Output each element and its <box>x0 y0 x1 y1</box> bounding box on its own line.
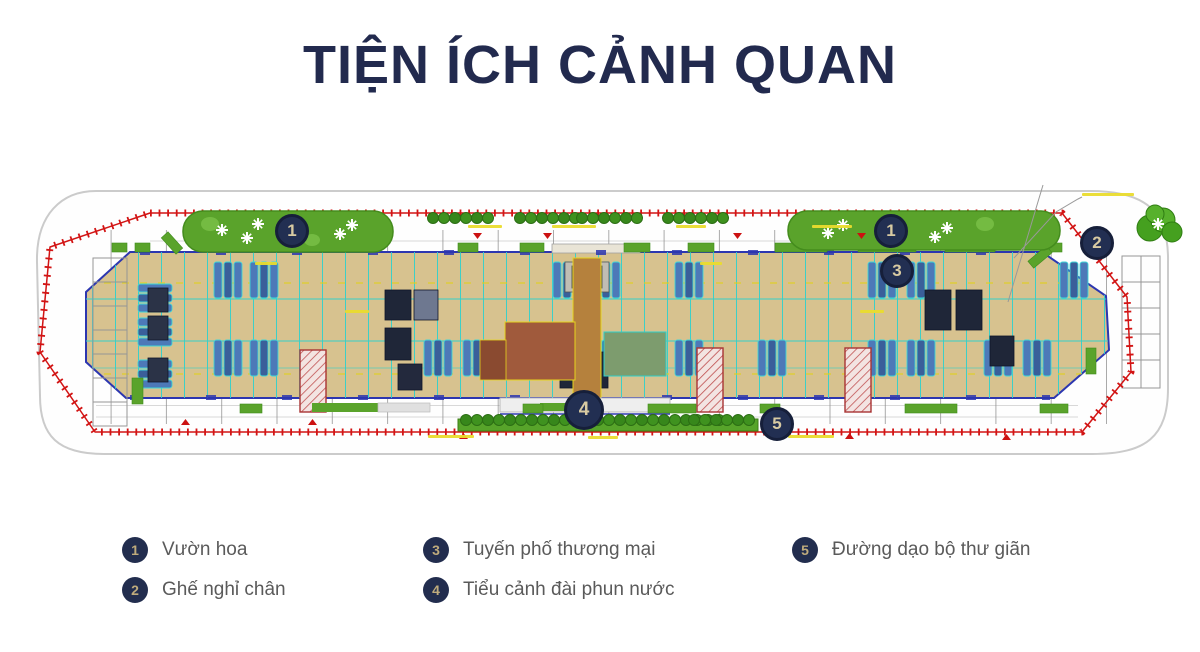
ramp-structures <box>92 255 1161 427</box>
plan-marker-1b: 1 <box>874 214 908 248</box>
legend-label-2: Ghế nghỉ chân <box>162 579 286 600</box>
legend-badge-4: 4 <box>423 577 449 603</box>
plan-marker-4: 4 <box>564 390 604 430</box>
legend-label-4: Tiểu cảnh đài phun nước <box>463 579 675 600</box>
legend-item-vuon-hoa: 1 Vườn hoa <box>122 537 247 563</box>
legend-badge-2: 2 <box>122 577 148 603</box>
legend-label-1: Vườn hoa <box>162 539 248 560</box>
corner-tree-cluster <box>1136 204 1183 243</box>
cad-annotation-marks <box>255 193 1134 439</box>
legend-item-duong-dao-bo: 5 Đường dạo bộ thư giãn <box>792 537 1030 563</box>
legend-badge-1: 1 <box>122 537 148 563</box>
plan-marker-1a: 1 <box>275 214 309 248</box>
shrub-rows <box>427 212 729 224</box>
plan-marker-5: 5 <box>760 407 794 441</box>
legend-label-3: Tuyến phố thương mại <box>463 539 656 560</box>
legend-badge-3: 3 <box>423 537 449 563</box>
central-lobby <box>479 243 667 399</box>
stair-towers <box>299 347 872 413</box>
page-title: TIỆN ÍCH CẢNH QUAN <box>303 35 897 95</box>
plan-marker-3: 3 <box>880 254 914 288</box>
plan-marker-2: 2 <box>1080 226 1114 260</box>
legend-item-ghe-nghi-chan: 2 Ghế nghỉ chân <box>122 577 286 603</box>
legend-label-5: Đường dạo bộ thư giãn <box>832 539 1031 560</box>
legend-badge-5: 5 <box>792 537 818 563</box>
legend-item-dai-phun-nuoc: 4 Tiểu cảnh đài phun nước <box>423 577 674 603</box>
walking-path-strip <box>457 414 759 432</box>
legend-item-tuyen-pho: 3 Tuyến phố thương mại <box>423 537 655 563</box>
leader-lines <box>1007 184 1083 303</box>
